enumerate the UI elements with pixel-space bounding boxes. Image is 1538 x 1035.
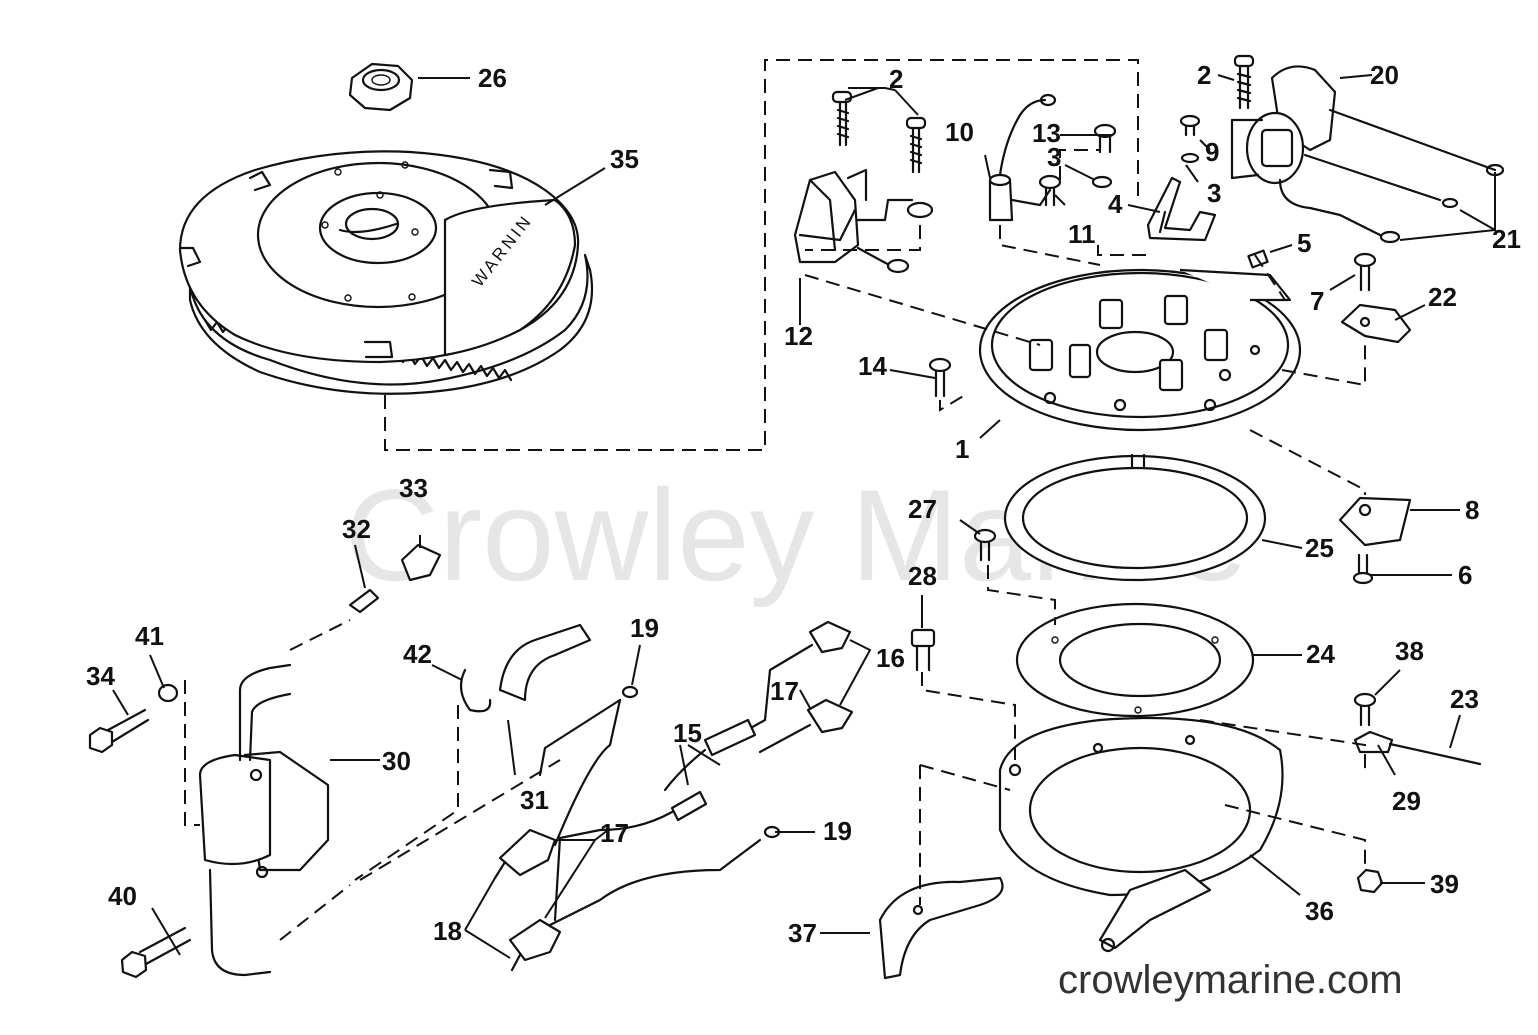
clamp-29-wire-23	[1353, 692, 1482, 766]
callout-18: 18	[433, 916, 462, 946]
callout-40: 40	[108, 881, 137, 911]
washer-41	[157, 683, 179, 703]
callout-3b: 3	[1207, 178, 1221, 208]
retainer-ring	[1003, 453, 1267, 582]
callout-6: 6	[1458, 560, 1472, 590]
callout-labels: 26 35 2 10 13 3 11 4 12 2 20 9 3 21 5 7 …	[86, 60, 1521, 948]
callout-28: 28	[908, 561, 937, 591]
callout-9: 9	[1205, 137, 1219, 167]
breaker-points	[1146, 176, 1217, 242]
callout-8: 8	[1465, 495, 1479, 525]
callout-15: 15	[673, 718, 702, 748]
callout-30: 30	[382, 746, 411, 776]
callout-21: 21	[1492, 224, 1521, 254]
plate-8-screw-6	[1338, 496, 1412, 585]
callout-34: 34	[86, 661, 115, 691]
bolt-28	[910, 628, 936, 672]
callout-23: 23	[1450, 684, 1479, 714]
coil-30	[198, 663, 330, 977]
armature-plate	[998, 716, 1284, 953]
screw-13-washer-3	[1091, 123, 1117, 189]
callout-27: 27	[908, 494, 937, 524]
condenser	[988, 93, 1057, 222]
callout-2b: 2	[1197, 60, 1211, 90]
callout-13: 13	[1032, 118, 1061, 148]
callout-33: 33	[399, 473, 428, 503]
callout-16: 16	[876, 643, 905, 673]
callout-17: 17	[770, 676, 799, 706]
screws-2-left	[831, 90, 927, 174]
callout-35: 35	[610, 144, 639, 174]
flywheel-nut	[348, 62, 414, 112]
plate-22-screw-7	[1340, 252, 1412, 344]
callout-17b: 17	[600, 818, 629, 848]
callout-3: 3	[1047, 142, 1061, 172]
callout-10: 10	[945, 117, 974, 147]
callout-19: 19	[630, 613, 659, 643]
callout-41: 41	[135, 621, 164, 651]
boot-31	[498, 623, 592, 702]
callout-12: 12	[784, 321, 813, 351]
callout-4: 4	[1108, 189, 1123, 219]
callout-1: 1	[955, 434, 969, 464]
flywheel: WARNIN	[178, 150, 594, 395]
bolt-34	[88, 708, 150, 754]
clip-42	[459, 668, 492, 713]
screw-2-right	[1233, 54, 1255, 110]
callout-42: 42	[403, 639, 432, 669]
retainer-plate	[1015, 602, 1255, 718]
callout-14: 14	[858, 351, 887, 381]
ignition-coil-left	[793, 168, 934, 274]
callout-37: 37	[788, 918, 817, 948]
callout-5: 5	[1297, 228, 1311, 258]
callout-7: 7	[1310, 286, 1324, 316]
callout-19b: 19	[823, 816, 852, 846]
screw-11	[1038, 174, 1062, 207]
callout-24: 24	[1306, 639, 1335, 669]
stator-plate	[978, 268, 1302, 432]
callout-32: 32	[342, 514, 371, 544]
nut-39	[1356, 868, 1384, 894]
callout-20: 20	[1370, 60, 1399, 90]
callout-22: 22	[1428, 282, 1457, 312]
callout-26: 26	[478, 63, 507, 93]
wiring-harness	[493, 620, 854, 972]
callout-25: 25	[1305, 533, 1334, 563]
callout-39: 39	[1430, 869, 1459, 899]
callout-36: 36	[1305, 896, 1334, 926]
callout-31: 31	[520, 785, 549, 815]
callout-2: 2	[889, 64, 903, 94]
screw-14	[928, 357, 952, 398]
bolt-40	[120, 926, 192, 979]
screw-9-washer-3	[1179, 114, 1201, 164]
ignition-coil-right	[1230, 65, 1505, 244]
callout-11: 11	[1068, 219, 1096, 249]
terminals-32-33	[348, 543, 442, 614]
callout-38: 38	[1395, 636, 1424, 666]
site-url: crowleymarine.com	[1058, 958, 1403, 1002]
throttle-cam	[878, 876, 1004, 980]
callout-29: 29	[1392, 786, 1421, 816]
